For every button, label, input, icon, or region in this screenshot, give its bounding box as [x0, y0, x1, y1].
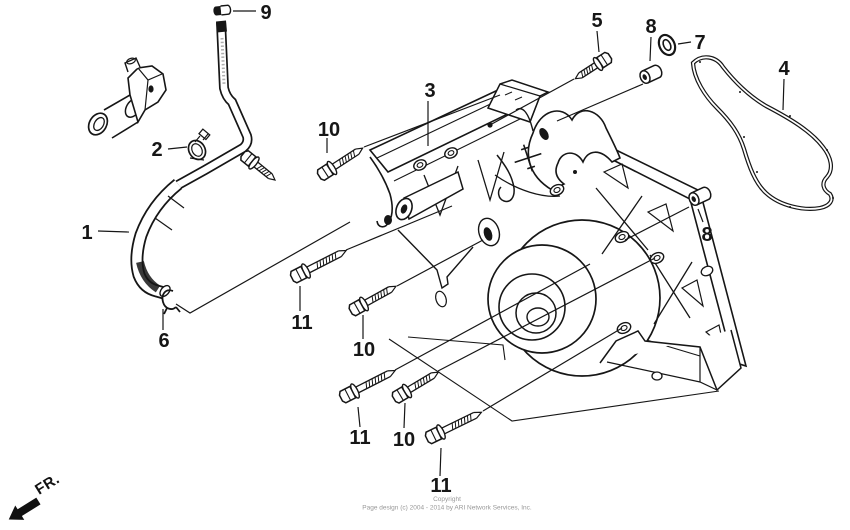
pipe-end-cap [216, 20, 227, 33]
gasket-stipple [699, 61, 834, 208]
callout-2[interactable]: 2 [151, 139, 162, 161]
cross-boss [514, 144, 542, 172]
callout-11-bottom[interactable]: 11 [430, 475, 451, 497]
leader-callout-1 [97, 230, 130, 233]
leader-bolt5-to-seat [489, 78, 575, 126]
callout-11-middle[interactable]: 11 [349, 427, 370, 449]
thermostat-joint [87, 57, 167, 139]
leader-bolt11a [345, 205, 453, 251]
hose-clip [161, 289, 181, 315]
leader-collar-top [556, 83, 644, 122]
callout-9[interactable]: 9 [260, 2, 271, 24]
leader-collar-bottom [624, 206, 690, 241]
dowel-collar-top [637, 62, 665, 86]
pump-snout-hump [527, 109, 622, 191]
callout-11-upper[interactable]: 11 [291, 312, 312, 334]
bolt-11-middle [336, 362, 400, 406]
coolant-hose [130, 178, 185, 300]
callout-6[interactable]: 6 [158, 330, 169, 352]
callout-4[interactable]: 4 [778, 58, 790, 80]
front-arrow-icon [8, 497, 41, 520]
bleeder-fitting [213, 4, 232, 16]
bolt-10-middle [346, 278, 401, 319]
leader-callout-8-bottom [697, 208, 704, 223]
joint-mount-bolt [237, 147, 281, 187]
callout-10-middle[interactable]: 10 [353, 339, 375, 361]
leader-callout-11-middle [357, 406, 361, 428]
bolt-5 [570, 49, 615, 86]
o-ring [657, 33, 677, 57]
leader-callout-11-bottom [439, 447, 442, 477]
callout-10-bottom[interactable]: 10 [393, 429, 415, 451]
water-pump-gasket [690, 55, 834, 211]
leader-callout-7 [677, 41, 692, 45]
footer-copyright-line: Copyright [433, 496, 461, 503]
callout-1[interactable]: 1 [81, 222, 92, 244]
leader-bolt10a [363, 94, 501, 148]
mount-rail [368, 89, 521, 221]
leader-clip-to-housing [175, 221, 351, 314]
water-pump-housing [368, 79, 748, 392]
coolant-pipe [175, 20, 253, 190]
leader-bolt11c [482, 327, 623, 412]
callout-8-top[interactable]: 8 [645, 16, 656, 38]
front-direction-indicator: FR. [8, 470, 63, 520]
bolt-10-top [314, 140, 368, 184]
front-indicator-label: FR. [32, 470, 63, 498]
callout-7[interactable]: 7 [694, 32, 705, 54]
footer-watermark: Copyright Page design (c) 2004 - 2014 by… [362, 496, 532, 512]
leader-callout-2 [167, 146, 188, 150]
callout-5[interactable]: 5 [591, 10, 602, 32]
bolt-11-upper [287, 242, 351, 286]
leader-bolt10c [437, 257, 656, 372]
pump-pulley-circles [487, 244, 597, 354]
callout-10-top[interactable]: 10 [318, 119, 340, 141]
rail-top-block [486, 79, 550, 132]
leader-callout-5 [596, 30, 600, 53]
leader-lines [97, 10, 785, 477]
bolt-11-bottom [422, 404, 486, 447]
bolt-10-bottom [389, 364, 443, 407]
leader-bolt10b [396, 239, 484, 287]
bottom-foot-bracket [599, 329, 742, 392]
callout-3[interactable]: 3 [424, 80, 435, 102]
leader-callout-4 [782, 78, 785, 111]
leader-callout-10-bottom [403, 402, 406, 429]
leader-callout-8-top [649, 36, 652, 62]
hose-shading [136, 261, 161, 293]
callout-8-bottom[interactable]: 8 [701, 224, 712, 246]
clamp-screw [198, 128, 211, 141]
footer-page-design-line: Page design (c) 2004 - 2014 by ARI Netwo… [362, 505, 532, 512]
hose-clamp [187, 128, 211, 161]
leader-bolt11b [394, 263, 591, 371]
